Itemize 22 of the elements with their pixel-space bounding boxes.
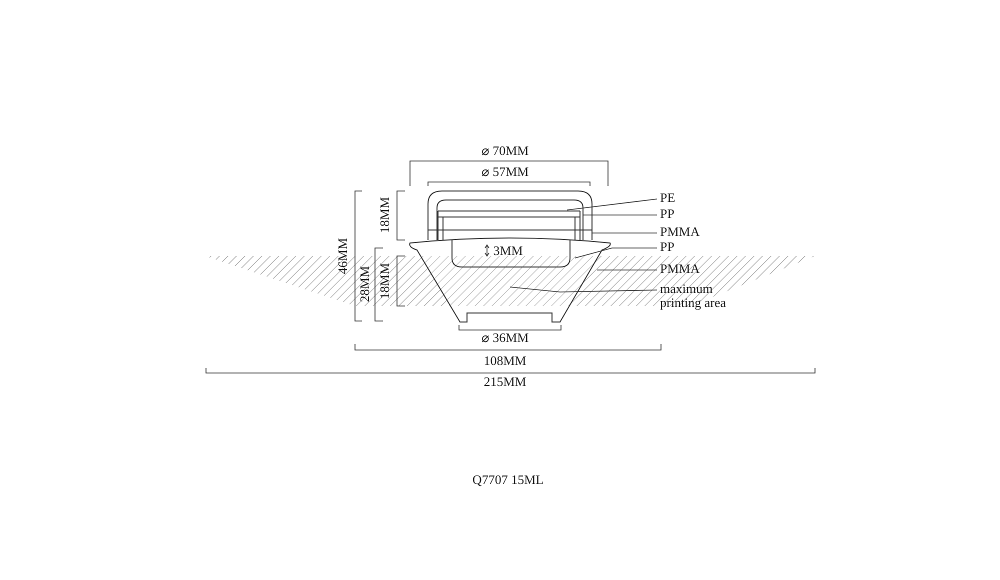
model-caption: Q7707 15ML <box>472 472 544 488</box>
dimension-label: ⌀ 70MM <box>481 144 529 158</box>
dimension-label: 46MM <box>336 238 350 274</box>
leader-line <box>592 232 658 234</box>
material-label: PE <box>660 191 676 206</box>
dimension-label: 18MM <box>378 196 392 234</box>
dimension-label: ⌀ 57MM <box>481 164 529 180</box>
leader-line <box>582 214 658 216</box>
dimension-label: 3MM <box>493 244 523 258</box>
material-label: PP <box>660 207 674 222</box>
dimension-label: ⌀ 36MM <box>481 330 529 346</box>
material-label: PP <box>660 240 674 254</box>
dimension-label: 18MM <box>378 262 392 300</box>
leader-line <box>510 286 658 292</box>
material-label: maximum printing area <box>660 282 728 311</box>
dimension-label: 108MM <box>484 354 526 368</box>
dimension-label: 28MM <box>358 266 372 302</box>
leader-line <box>574 248 658 258</box>
material-label: PMMA <box>660 262 700 276</box>
leader-line <box>566 198 658 210</box>
dimension-label: 215MM <box>484 374 526 390</box>
material-label: PMMA <box>660 225 700 240</box>
